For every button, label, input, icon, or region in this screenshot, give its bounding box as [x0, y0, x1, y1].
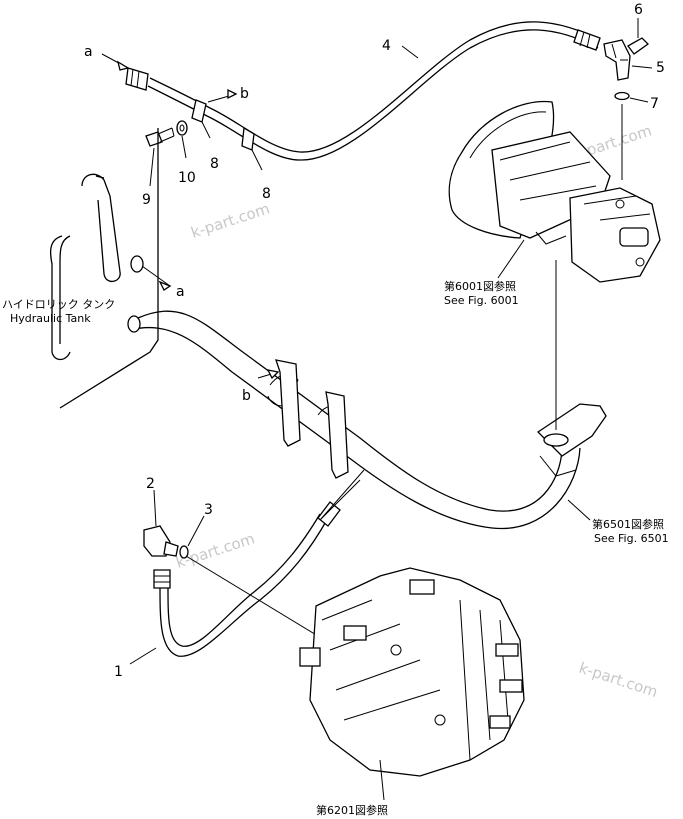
- part-number-8: 8: [210, 156, 219, 172]
- callout-a-mid: a: [176, 284, 185, 300]
- suction-pipe: [127, 310, 607, 530]
- direction-arrows: [116, 60, 280, 380]
- leader-fitting-valve: [185, 555, 319, 637]
- tank-label-jp: ハイドロリック タンク: [2, 298, 115, 311]
- bolt-9: [145, 127, 175, 147]
- elbow-fitting-5: [603, 39, 631, 81]
- part-number-5: 5: [656, 60, 665, 76]
- o-ring-7: [614, 91, 630, 101]
- callout-a-top: a: [84, 44, 93, 60]
- pipe-ref-jp: 第6501図参照: [592, 517, 664, 531]
- plug-6: [627, 37, 650, 55]
- leader-lines: [101, 18, 653, 665]
- callout-b-top: b: [240, 86, 249, 102]
- part-number-1: 1: [114, 664, 123, 680]
- leader-hose-pipe: [319, 469, 365, 521]
- control-valve: [299, 567, 525, 801]
- part-number-2: 2: [146, 476, 155, 492]
- hydraulic-tank: [49, 128, 159, 409]
- part-number-3: 3: [204, 502, 213, 518]
- part-number-7: 7: [650, 96, 659, 112]
- part-number-9: 9: [142, 192, 151, 208]
- hose-1: [153, 501, 341, 657]
- tank-label-en: Hydraulic Tank: [10, 312, 91, 325]
- hydraulic-pump: [448, 100, 661, 283]
- pump-ref-en: See Fig. 6001: [444, 294, 519, 307]
- part-number-4: 4: [382, 38, 391, 54]
- watermark: k-part.com: [577, 659, 660, 701]
- pump-ref-jp: 第6001図参照: [444, 279, 516, 293]
- washer-10: [176, 120, 188, 136]
- part-number-6: 6: [634, 2, 643, 18]
- callout-b-mid: b: [242, 388, 251, 404]
- o-ring-3: [179, 545, 189, 559]
- watermark: k-part.com: [189, 199, 272, 241]
- valve-ref-jp: 第6201図参照: [316, 803, 388, 817]
- part-number-10: 10: [178, 170, 196, 186]
- elbow-fitting-2: [143, 525, 179, 557]
- pipe-ref-en: See Fig. 6501: [594, 532, 669, 545]
- part-number-8: 8: [262, 186, 271, 202]
